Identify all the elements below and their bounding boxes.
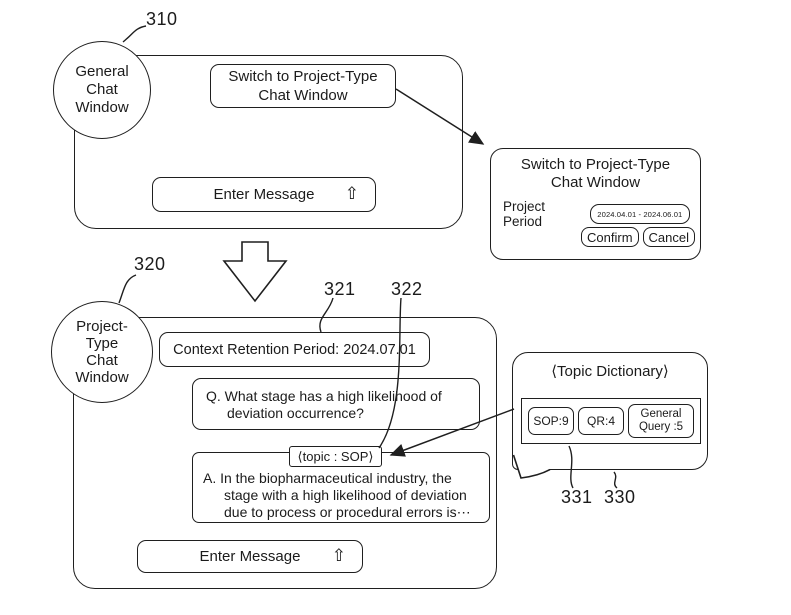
ref-310: 310	[146, 9, 178, 29]
switch-to-project-button-label: Switch to Project-Type Chat Window	[228, 68, 378, 104]
ref-320: 320	[134, 254, 166, 274]
general-chat-window-circle: General Chat Window	[53, 41, 151, 139]
ref-321: 321	[324, 279, 356, 299]
enter-message-input-general[interactable]: Enter Message ⇧	[152, 177, 376, 212]
answer-line3: due to process or procedural errors is⋯	[224, 504, 471, 520]
topic-dictionary-title: ⟨Topic Dictionary⟩	[551, 363, 669, 380]
topic-tags-container: SOP:9 QR:4 General Query :5	[521, 398, 701, 444]
project-period-field[interactable]: 2024.04.01 - 2024.06.01	[589, 204, 690, 224]
confirm-button[interactable]: Confirm	[581, 227, 639, 247]
leader-310	[122, 25, 147, 43]
topic-tag-text: ⟨topic : SOP⟩	[297, 448, 374, 464]
answer-line2: stage with a high likelihood of deviatio…	[224, 487, 467, 503]
switch-to-project-button[interactable]: Switch to Project-Type Chat Window	[210, 64, 396, 108]
switch-dialog: Switch to Project-Type Chat Window Proje…	[490, 148, 701, 260]
ref-330: 330	[604, 487, 636, 507]
enter-message-placeholder: Enter Message	[199, 548, 301, 565]
ref-322: 322	[391, 279, 423, 299]
answer-line1: A. In the biopharmaceutical industry, th…	[203, 470, 452, 486]
question-line2: deviation occurrence?	[227, 405, 364, 421]
project-chat-window-circle: Project- Type Chat Window	[51, 301, 153, 403]
general-chat-window-circle-label: General Chat Window	[75, 63, 129, 116]
send-icon[interactable]: ⇧	[344, 183, 359, 203]
enter-message-input-project[interactable]: Enter Message ⇧	[137, 540, 363, 573]
leader-320	[118, 274, 137, 304]
project-period-label: Project Period	[503, 199, 546, 229]
tag-general-query[interactable]: General Query :5	[628, 404, 694, 438]
flow-down-arrow-icon	[222, 241, 288, 303]
context-retention-text: Context Retention Period: 2024.07.01	[173, 341, 416, 358]
switch-dialog-title: Switch to Project-Type Chat Window	[520, 156, 671, 191]
topic-dictionary-bubble: ⟨Topic Dictionary⟩ SOP:9 QR:4 General Qu…	[512, 352, 708, 470]
enter-message-placeholder: Enter Message	[213, 186, 315, 203]
tag-sop[interactable]: SOP:9	[528, 407, 574, 435]
ref-331: 331	[561, 487, 593, 507]
question-bubble: Q. What stage has a high likelihood of d…	[192, 378, 480, 430]
tag-qr[interactable]: QR:4	[578, 407, 624, 435]
project-chat-window-circle-label: Project- Type Chat Window	[75, 318, 129, 386]
context-retention-box: Context Retention Period: 2024.07.01	[159, 332, 430, 367]
send-icon[interactable]: ⇧	[331, 545, 346, 565]
topic-tag-label: ⟨topic : SOP⟩	[289, 446, 382, 467]
cancel-button[interactable]: Cancel	[642, 227, 695, 247]
question-line1: Q. What stage has a high likelihood of	[206, 388, 442, 404]
leader-330	[613, 471, 618, 489]
